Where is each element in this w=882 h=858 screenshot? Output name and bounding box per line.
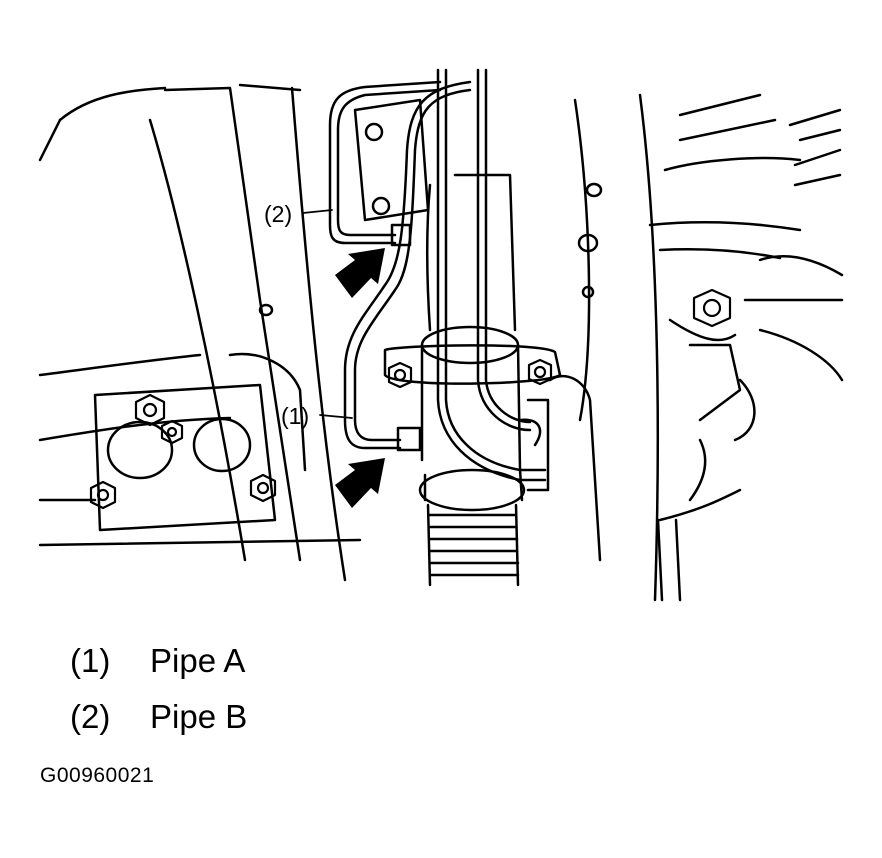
mounting-bracket bbox=[353, 98, 430, 222]
arrow-pipe-a bbox=[335, 458, 385, 508]
crossmember-bracket bbox=[38, 352, 362, 547]
legend-item: (2) Pipe B bbox=[70, 698, 247, 754]
legend: (1) Pipe A (2) Pipe B bbox=[70, 642, 247, 754]
rubber-boot bbox=[426, 503, 520, 587]
bolt-heads bbox=[89, 288, 732, 510]
callout-label-pipe-b: (2) bbox=[264, 201, 293, 227]
pipe-b bbox=[328, 80, 442, 247]
arrow-pipe-b bbox=[335, 248, 385, 298]
engine-block-right bbox=[638, 93, 844, 602]
legend-item: (1) Pipe A bbox=[70, 642, 247, 698]
steering-gearbox bbox=[383, 98, 602, 562]
legend-number: (2) bbox=[70, 698, 111, 735]
steering-gearbox-pipe-diagram bbox=[38, 68, 844, 602]
legend-text: Pipe A bbox=[150, 642, 246, 679]
callout-label-pipe-a: (1) bbox=[281, 403, 310, 429]
pressure-lines bbox=[436, 68, 547, 482]
callout-leaders bbox=[302, 209, 353, 419]
legend-text: Pipe B bbox=[150, 698, 248, 735]
figure-code: G00960021 bbox=[40, 764, 155, 787]
legend-number: (1) bbox=[70, 642, 111, 679]
frame-holes bbox=[258, 182, 603, 317]
pipe-a bbox=[343, 80, 472, 452]
body-panel-outline bbox=[38, 83, 347, 582]
